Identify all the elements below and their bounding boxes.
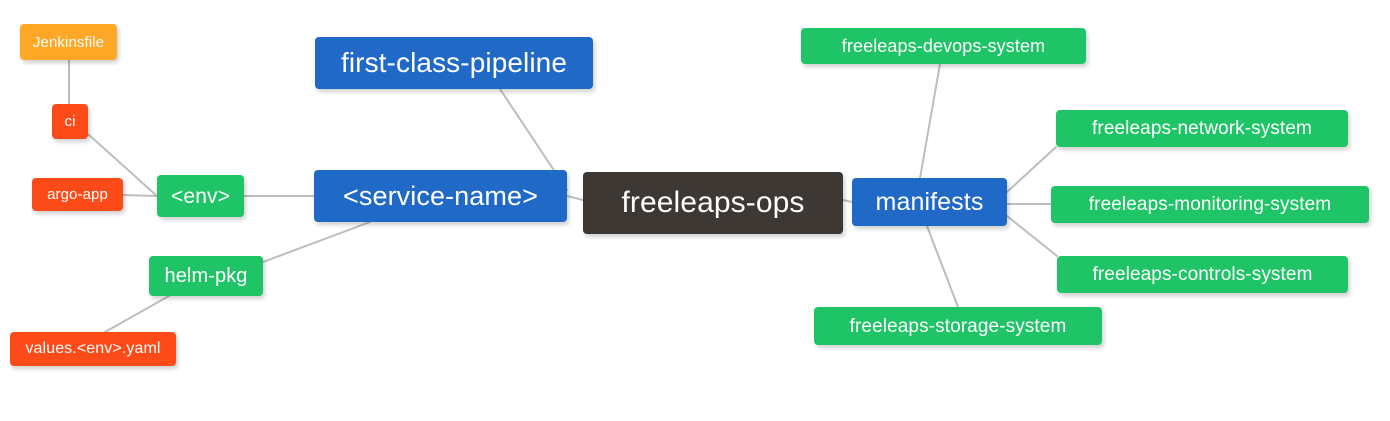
node-label-freeleaps-devops-system: freeleaps-devops-system	[841, 36, 1046, 56]
mindmap-node-values-env-yaml[interactable]: values.<env>.yaml	[10, 332, 176, 366]
node-label-freeleaps-controls-system: freeleaps-controls-system	[1092, 264, 1313, 285]
node-label-first-class-pipeline: first-class-pipeline	[340, 47, 568, 78]
node-label-freeleaps-network-system: freeleaps-network-system	[1092, 118, 1312, 139]
mindmap-node-ci[interactable]: ci	[52, 104, 88, 139]
node-label-service-name: <service-name>	[343, 180, 538, 211]
node-label-freeleaps-monitoring-system: freeleaps-monitoring-system	[1088, 194, 1332, 215]
mindmap-node-freeleaps-network-system[interactable]: freeleaps-network-system	[1056, 110, 1348, 147]
node-label-manifests: manifests	[875, 187, 984, 216]
node-label-helm-pkg: helm-pkg	[164, 265, 248, 287]
mindmap-node-freeleaps-controls-system[interactable]: freeleaps-controls-system	[1057, 256, 1348, 293]
mindmap-node-manifests[interactable]: manifests	[852, 178, 1007, 226]
node-label-env: <env>	[171, 184, 230, 208]
mindmap-node-helm-pkg[interactable]: helm-pkg	[149, 256, 263, 296]
mindmap-node-freeleaps-ops[interactable]: freeleaps-ops	[583, 172, 843, 234]
mindmap-node-service-name[interactable]: <service-name>	[314, 170, 567, 222]
mindmap-node-freeleaps-devops-system[interactable]: freeleaps-devops-system	[801, 28, 1086, 64]
mindmap-node-argo-app[interactable]: argo-app	[32, 178, 123, 211]
node-label-freeleaps-ops: freeleaps-ops	[621, 186, 805, 219]
node-label-ci: ci	[64, 113, 76, 130]
mindmap-node-freeleaps-monitoring-system[interactable]: freeleaps-monitoring-system	[1051, 186, 1369, 223]
node-label-freeleaps-storage-system: freeleaps-storage-system	[849, 315, 1067, 337]
mindmap-node-first-class-pipeline[interactable]: first-class-pipeline	[315, 37, 593, 89]
node-label-argo-app: argo-app	[47, 186, 108, 203]
mindmap-node-freeleaps-storage-system[interactable]: freeleaps-storage-system	[814, 307, 1102, 345]
mindmap-node-env[interactable]: <env>	[157, 175, 244, 217]
mindmap-node-jenkinsfile[interactable]: Jenkinsfile	[20, 24, 117, 60]
node-label-jenkinsfile: Jenkinsfile	[32, 33, 105, 51]
node-label-values-env-yaml: values.<env>.yaml	[25, 340, 161, 357]
